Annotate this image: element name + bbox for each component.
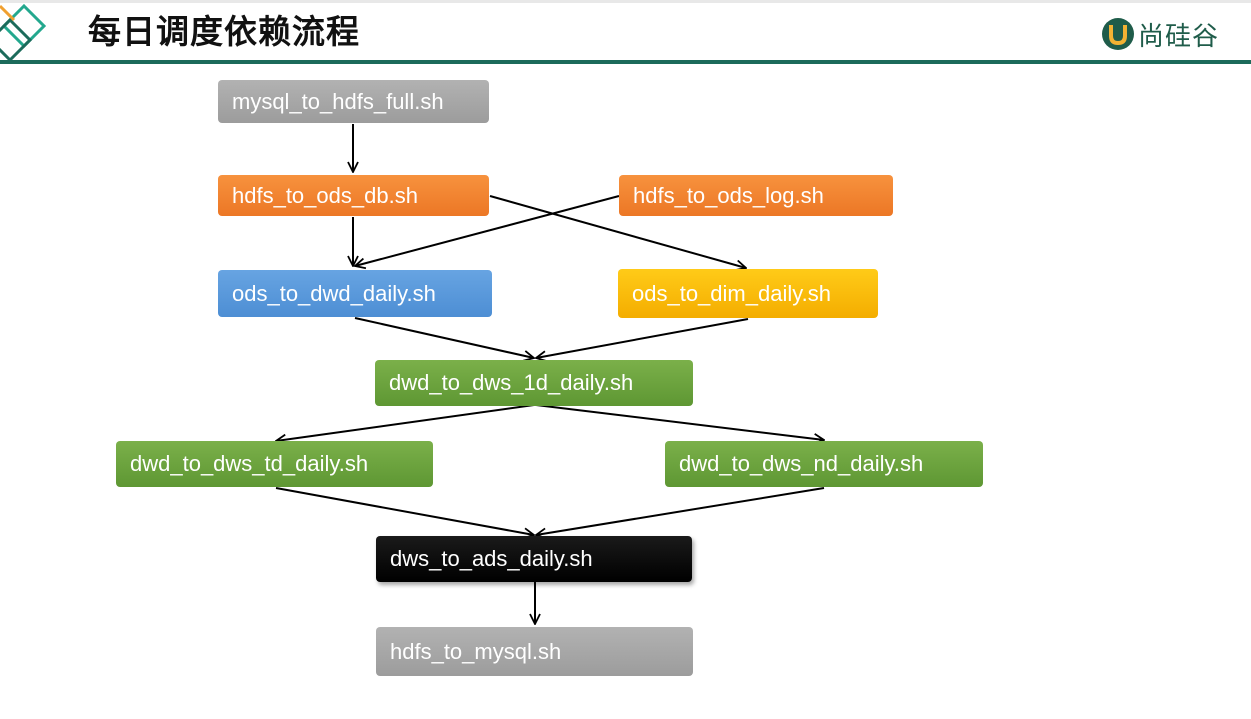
arrow-td-to-ads <box>275 487 534 535</box>
node-dwd-to-dws-nd-daily: dwd_to_dws_nd_daily.sh <box>665 441 983 487</box>
node-ods-to-dwd-daily: ods_to_dwd_daily.sh <box>218 270 492 317</box>
arrow-dws-1d-to-td <box>276 404 535 441</box>
node-ods-to-dim-daily: ods_to_dim_daily.sh <box>618 269 878 318</box>
node-hdfs-to-ods-db: hdfs_to_ods_db.sh <box>218 175 489 216</box>
arrow-ods-log-to-dwd <box>355 195 620 266</box>
arrow-dim-to-dws-1d <box>536 318 749 358</box>
header-divider <box>0 60 1251 64</box>
arrow-dwd-to-dws-1d <box>354 317 534 358</box>
brand-name: 尚硅谷 <box>1138 21 1220 52</box>
node-dwd-to-dws-1d-daily: dwd_to_dws_1d_daily.sh <box>375 360 693 406</box>
node-mysql-to-hdfs-full: mysql_to_hdfs_full.sh <box>218 80 489 123</box>
arrow-dws-1d-to-nd <box>535 404 824 440</box>
node-hdfs-to-mysql: hdfs_to_mysql.sh <box>376 627 693 676</box>
arrow-nd-to-ads <box>536 487 825 535</box>
node-dws-to-ads-daily: dws_to_ads_daily.sh <box>376 536 692 582</box>
node-hdfs-to-ods-log: hdfs_to_ods_log.sh <box>619 175 893 216</box>
node-dwd-to-dws-td-daily: dwd_to_dws_td_daily.sh <box>116 441 433 487</box>
brand-logo: 尚硅谷 <box>1100 14 1219 54</box>
top-rule <box>0 0 1251 3</box>
arrow-ods-db-to-dim <box>489 195 746 268</box>
brand-u-icon <box>1102 18 1134 50</box>
page-title: 每日调度依赖流程 <box>88 12 360 51</box>
